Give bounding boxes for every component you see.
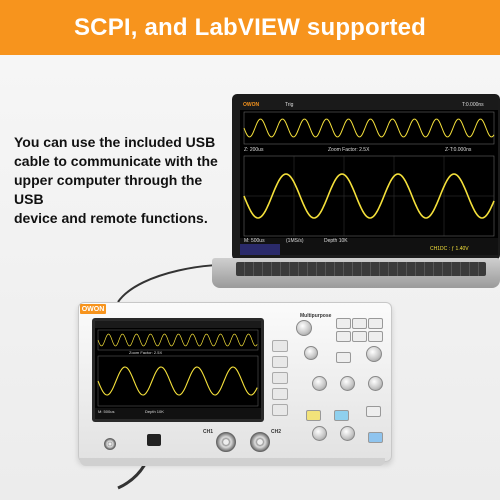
ch2-button[interactable] — [334, 410, 349, 421]
laptop-top-time: T:0.000ns — [462, 102, 484, 108]
laptop-trig: Trig — [285, 102, 294, 108]
description-line: upper computer through the USB — [14, 172, 203, 207]
title-banner: SCPI, and LabVIEW supported — [0, 0, 500, 55]
menu-button-3[interactable] — [272, 372, 288, 384]
laptop-screen: OWON Trig T:0.000ns Z: 200us Zoom Factor… — [240, 100, 498, 255]
time-scale-knob[interactable] — [368, 376, 383, 391]
top-waveform — [243, 118, 495, 138]
scope-main-waveform — [97, 366, 258, 396]
menu-button-2[interactable] — [272, 356, 288, 368]
laptop-depth: Depth 10K — [324, 238, 348, 244]
menu-button-1[interactable] — [272, 340, 288, 352]
multipurpose-knob[interactable] — [296, 320, 312, 336]
laptop-main-time: M: 500us — [244, 238, 265, 244]
usb-port[interactable] — [147, 434, 161, 446]
scope-waveform-display — [95, 321, 261, 419]
panel-button[interactable] — [366, 406, 381, 417]
laptop-ch-info: CH1DC : ƒ 1.40V — [430, 246, 469, 252]
ch1-position-knob[interactable] — [312, 376, 327, 391]
panel-button[interactable] — [336, 331, 351, 342]
panel-button[interactable] — [352, 318, 367, 329]
laptop-keyboard — [236, 262, 486, 276]
banner-title: SCPI, and LabVIEW supported — [73, 13, 427, 41]
description-line: You can use the included USB — [14, 134, 216, 150]
ch1-scale-knob[interactable] — [312, 426, 327, 441]
description-line: cable to communicate with the — [14, 153, 218, 169]
ch1-label: CH1 — [203, 429, 214, 435]
laptop-rate: (1MS/s) — [286, 238, 304, 244]
description-line: device and remote functions. — [14, 210, 208, 226]
ch2-bnc-connector[interactable] — [250, 432, 270, 452]
ch2-scale-knob[interactable] — [340, 426, 355, 441]
laptop-zoom-factor: Zoom Factor: 2.5X — [328, 147, 370, 153]
panel-button[interactable] — [336, 352, 351, 363]
laptop-zoom-left: Z: 200us — [244, 147, 264, 153]
panel-button[interactable] — [352, 331, 367, 342]
description-text: You can use the included USB cable to co… — [14, 133, 234, 228]
panel-button[interactable] — [336, 318, 351, 329]
laptop-brand: OWON — [243, 102, 260, 108]
scope-depth: Depth 10K — [145, 409, 164, 414]
laptop-waveform-display — [240, 100, 498, 255]
oscilloscope-screen: Zoom Factor: 2.5X M: 500us Depth 10K — [95, 321, 261, 419]
probe-comp-terminal[interactable] — [104, 438, 116, 450]
oscilloscope-logo: OWON — [80, 304, 106, 314]
scope-main-time: M: 500us — [98, 409, 115, 414]
laptop-zoom-right: Z-T:0.000ns — [445, 147, 472, 153]
scope-top-waveform — [97, 333, 258, 347]
trigger-level-knob[interactable] — [366, 346, 382, 362]
oscilloscope-base — [80, 458, 385, 466]
panel-button[interactable] — [368, 331, 383, 342]
ch2-position-knob[interactable] — [340, 376, 355, 391]
ch1-button[interactable] — [306, 410, 321, 421]
horizontal-position-knob[interactable] — [304, 346, 318, 360]
ch2-label: CH2 — [271, 429, 282, 435]
menu-button-4[interactable] — [272, 388, 288, 400]
panel-button[interactable] — [368, 318, 383, 329]
menu-button-5[interactable] — [272, 404, 288, 416]
ch1-bnc-connector[interactable] — [216, 432, 236, 452]
panel-title: Multipurpose — [300, 313, 332, 319]
main-waveform — [243, 173, 495, 219]
panel-button[interactable] — [368, 432, 383, 443]
scope-zoom-factor: Zoom Factor: 2.5X — [129, 350, 163, 355]
